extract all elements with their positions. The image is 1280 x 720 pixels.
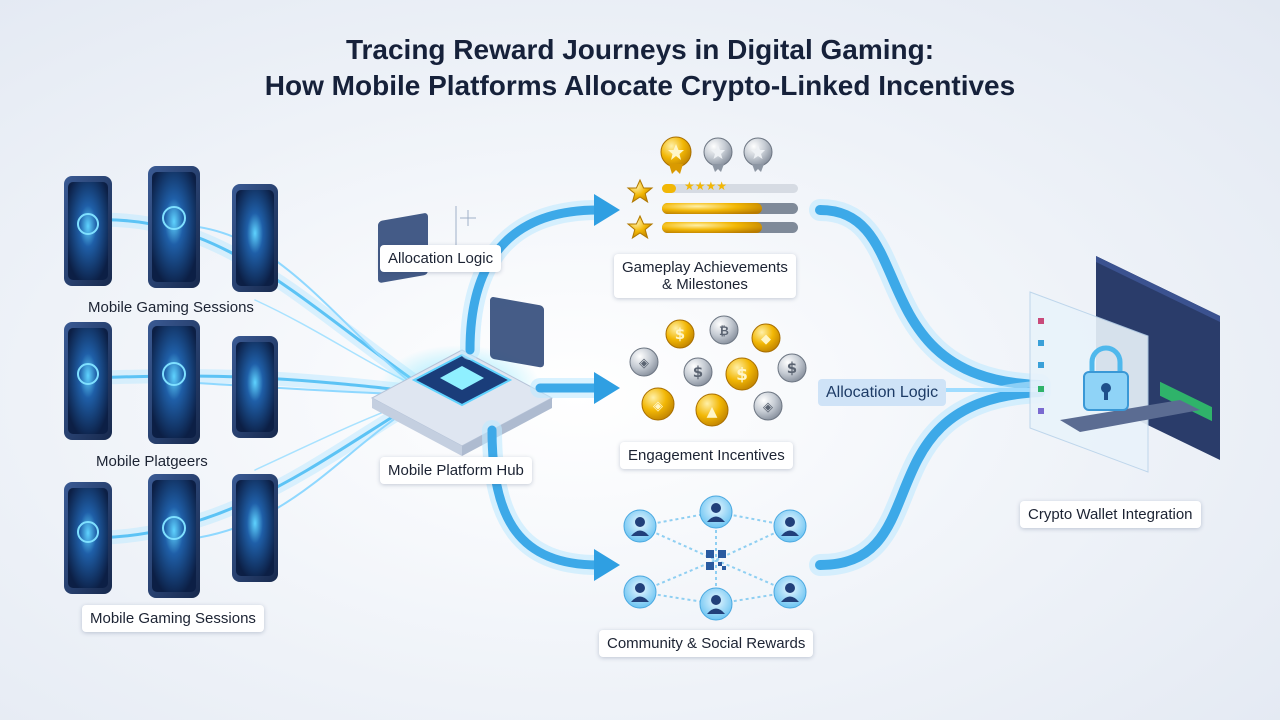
label-sessions-top: Mobile Gaming Sessions — [88, 299, 254, 316]
coin-icon: ▲ — [695, 393, 729, 427]
title-line-2: How Mobile Platforms Allocate Crypto-Lin… — [264, 70, 1016, 101]
coin-icon: $ — [777, 353, 807, 383]
page-title: Tracing Reward Journeys in Digital Gamin… — [0, 32, 1280, 104]
phone-icon — [148, 474, 200, 598]
svg-text:◈: ◈ — [653, 399, 663, 414]
coin-icon: $ — [683, 357, 713, 387]
coin-cluster: $ ₿ ◆ ◈ $ $ $ ◈ ▲ ◈ — [629, 315, 807, 427]
label-wallet: Crypto Wallet Integration — [1020, 501, 1201, 528]
community-network — [623, 495, 807, 621]
phone-icon — [232, 336, 278, 438]
phone-icon — [148, 320, 200, 444]
crypto-wallet — [1029, 256, 1220, 473]
coin-icon: $ — [665, 319, 695, 349]
svg-text:◈: ◈ — [639, 356, 649, 371]
coin-icon: ◈ — [641, 387, 675, 421]
label-achievements-line-2: & Milestones — [662, 276, 748, 293]
svg-text:$: $ — [736, 365, 748, 385]
lock-icon — [1083, 345, 1129, 411]
phone-icon — [64, 482, 112, 594]
achievement-bars: ★★★★ — [626, 178, 798, 240]
title-line-1: Tracing Reward Journeys in Digital Gamin… — [345, 34, 935, 65]
medal-icon — [660, 136, 692, 174]
coin-icon: ₿ — [709, 315, 739, 345]
arrow-heads — [594, 194, 620, 581]
medal-icon — [743, 137, 773, 172]
svg-text:◈: ◈ — [763, 400, 773, 415]
user-icon — [773, 575, 807, 609]
user-icon — [699, 495, 733, 529]
coin-icon: ◈ — [753, 391, 783, 421]
user-icon — [623, 509, 657, 543]
svg-text:◆: ◆ — [761, 332, 771, 347]
medal-icon — [703, 137, 733, 172]
phone-icon — [232, 474, 278, 582]
svg-text:▲: ▲ — [707, 404, 718, 420]
label-community: Community & Social Rewards — [599, 630, 814, 657]
label-sessions-bottom: Mobile Gaming Sessions — [82, 605, 264, 632]
svg-text:$: $ — [693, 363, 703, 381]
label-achievements: Gameplay Achievements & Milestones — [614, 254, 796, 298]
coin-icon: ◆ — [751, 323, 781, 353]
label-hub: Mobile Platform Hub — [380, 457, 532, 484]
coin-icon: ◈ — [629, 347, 659, 377]
coin-icon: $ — [725, 357, 759, 391]
label-achievements-line-1: Gameplay Achievements — [622, 259, 788, 276]
user-icon — [773, 509, 807, 543]
label-engagement: Engagement Incentives — [620, 442, 793, 469]
phone-grid — [64, 166, 278, 598]
phone-icon — [64, 322, 112, 440]
label-allocation-logic-left: Allocation Logic — [380, 245, 502, 272]
phone-icon — [64, 176, 112, 286]
star-icon — [626, 178, 654, 204]
qr-icon — [706, 550, 726, 570]
user-icon — [699, 587, 733, 621]
label-allocation-logic-right: Allocation Logic — [818, 379, 947, 406]
phone-icon — [148, 166, 200, 288]
svg-text:$: $ — [787, 359, 797, 377]
svg-text:★★★★: ★★★★ — [684, 179, 727, 193]
star-icon — [626, 214, 654, 240]
user-icon — [623, 575, 657, 609]
svg-text:$: $ — [675, 325, 685, 343]
svg-text:₿: ₿ — [719, 324, 729, 338]
label-players-mid: Mobile Platgeers — [96, 453, 208, 470]
phone-icon — [232, 184, 278, 292]
wallet-streams — [809, 199, 1051, 576]
